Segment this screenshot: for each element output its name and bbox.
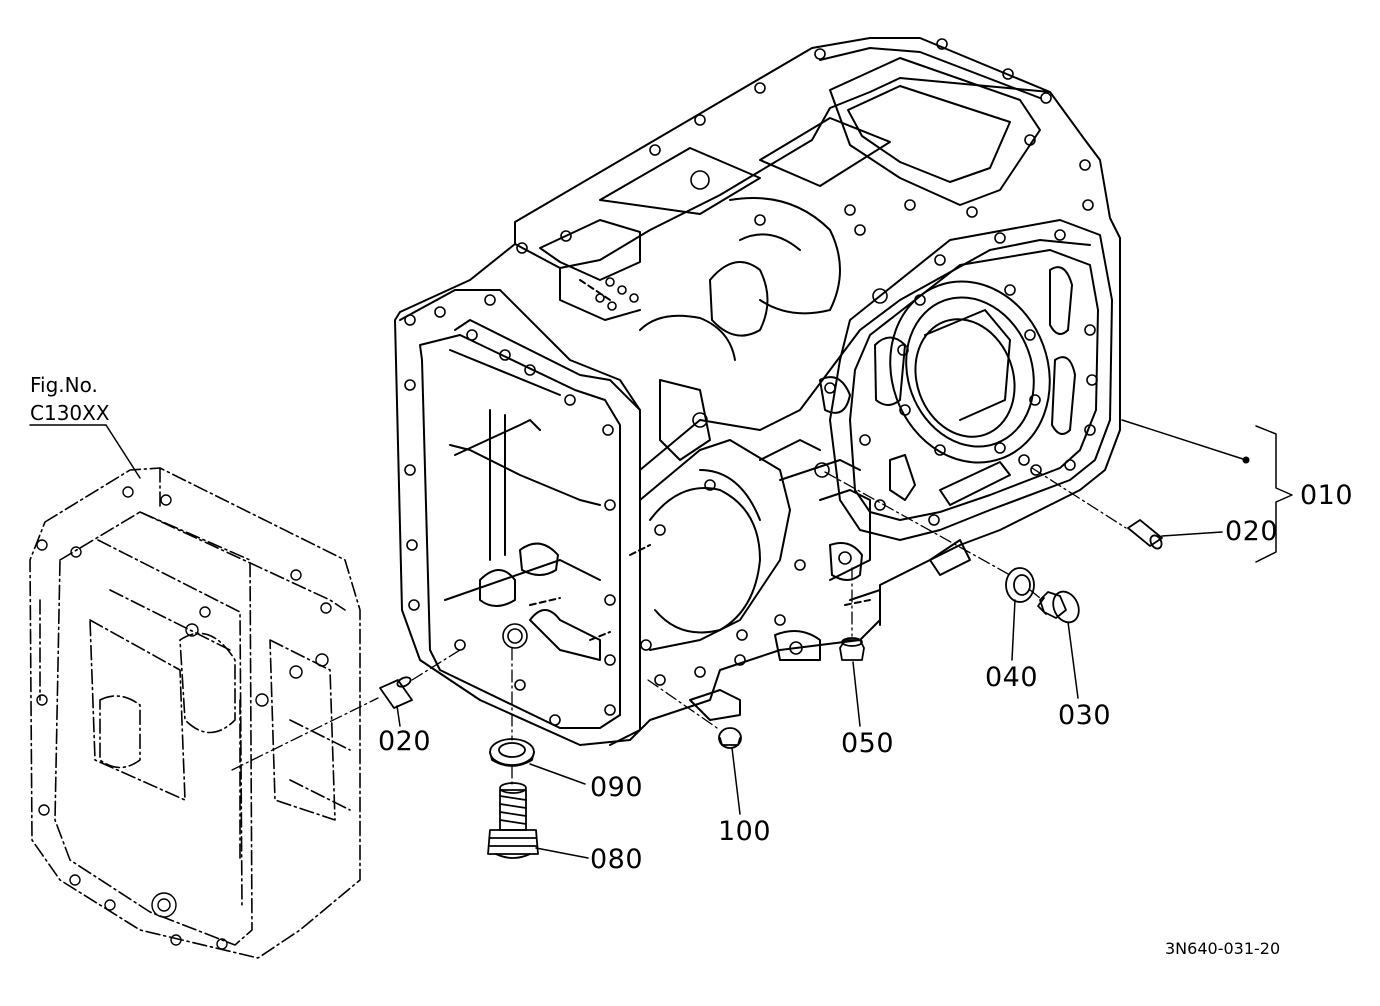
part-020-dowel-pin-right: [1128, 520, 1164, 551]
callout-020-right: 020: [1225, 516, 1279, 547]
part-020-dowel-pin-left: [380, 675, 412, 708]
callout-010: 010: [1300, 480, 1354, 511]
part-100-cap: [719, 728, 741, 748]
referenced-housing-outline: [30, 468, 360, 958]
callout-100: 100: [718, 816, 772, 847]
leader-end-dot: [1242, 456, 1250, 464]
callout-050: 050: [841, 728, 895, 759]
part-040-washer: [1006, 568, 1034, 602]
callout-020-left: 020: [378, 726, 432, 757]
referenced-housing-bolt-holes: [37, 487, 331, 949]
assembly-center-lines: [232, 468, 1126, 786]
part-090-seal-ring: [490, 739, 534, 766]
callout-leader-lines: [30, 420, 1292, 858]
part-080-fitting: [488, 783, 538, 858]
part-050-plug: [840, 638, 864, 660]
part-030-drain-plug: [1038, 587, 1084, 626]
figure-reference-number: C130XX: [30, 401, 110, 425]
transmission-case: [395, 38, 1120, 745]
callout-080: 080: [590, 844, 644, 875]
drawing-code: 3N640-031-20: [1165, 939, 1281, 958]
callout-030: 030: [1058, 700, 1112, 731]
transmission-case-bolt-holes: [405, 39, 1097, 725]
callout-090: 090: [590, 772, 644, 803]
figure-reference-label: Fig.No.: [30, 373, 98, 397]
callout-040: 040: [985, 662, 1039, 693]
